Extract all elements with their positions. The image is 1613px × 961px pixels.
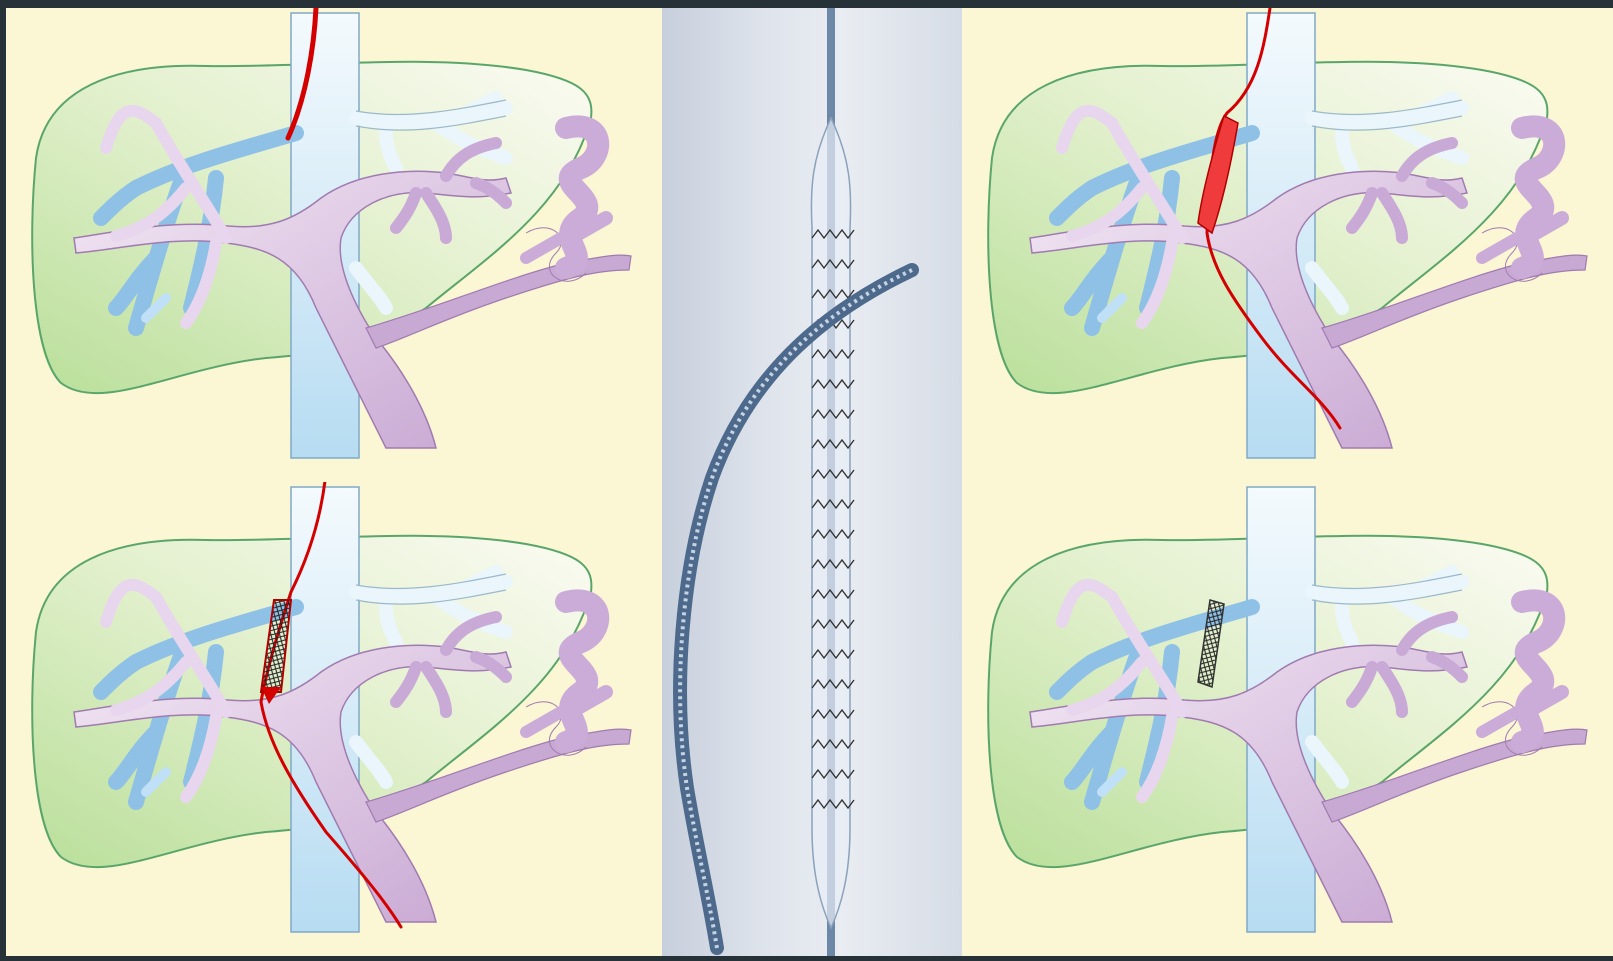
stent-catheter-illustration <box>662 8 962 956</box>
diagram-step-wire <box>6 8 662 482</box>
balloon <box>811 118 850 928</box>
liver-illustration <box>962 482 1613 956</box>
diagram-step-stent-deploy <box>6 482 662 956</box>
curved-stent-graft-struts <box>680 270 912 948</box>
diagram-step-balloon <box>962 8 1613 482</box>
liver-illustration <box>6 482 662 956</box>
liver-illustration <box>962 8 1613 482</box>
diagram-step-stent-final <box>962 482 1613 956</box>
curved-stent-graft <box>680 270 912 948</box>
stent-graft-photo <box>662 8 962 956</box>
liver-illustration <box>6 8 662 482</box>
